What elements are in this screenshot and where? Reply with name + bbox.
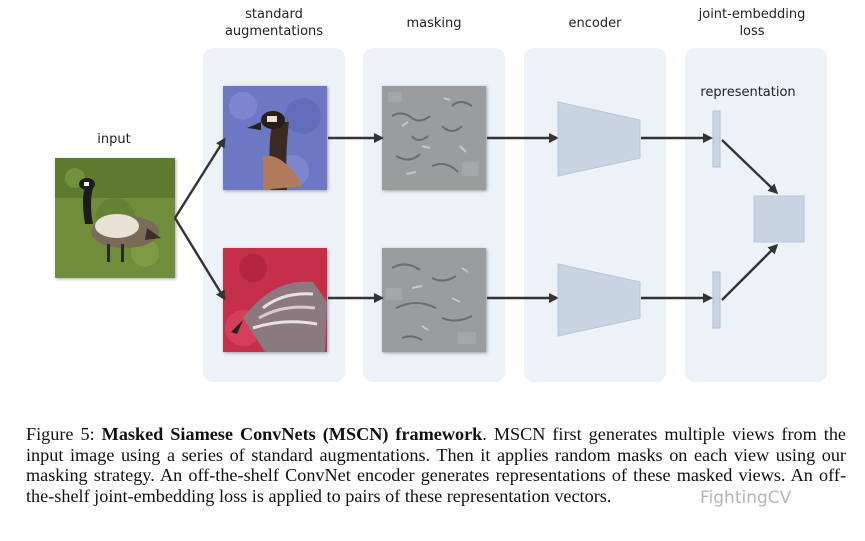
encoder-bottom xyxy=(557,263,641,337)
label-masking: masking xyxy=(406,16,462,31)
caption-prefix: Figure 5: xyxy=(26,424,102,444)
masked-view-2 xyxy=(382,248,486,352)
representation-bar-bottom xyxy=(712,271,721,329)
diagram: standard augmentations masking encoder j… xyxy=(55,7,827,382)
loss-box xyxy=(753,195,805,243)
encoder-top xyxy=(557,101,641,177)
label-representation: representation xyxy=(700,85,796,100)
label-standard-augmentations: standard augmentations xyxy=(224,7,324,39)
augmented-view-2 xyxy=(223,248,327,352)
figure-caption: Figure 5: Masked Siamese ConvNets (MSCN)… xyxy=(26,424,846,506)
augmented-view-1 xyxy=(223,86,327,190)
representation-bar-top xyxy=(712,110,721,168)
caption-body: . MSCN first generates multiple views fr… xyxy=(26,424,846,506)
caption-title: Masked Siamese ConvNets (MSCN) framework xyxy=(101,424,483,444)
label-joint-embedding-loss: joint-embedding loss xyxy=(698,7,806,39)
connector-arrows xyxy=(173,101,805,337)
masked-view-1 xyxy=(382,86,486,190)
input-goose-image xyxy=(55,158,175,278)
label-encoder: encoder xyxy=(568,16,622,31)
label-input: input xyxy=(97,132,131,147)
watermark: FightingCV xyxy=(700,488,792,508)
